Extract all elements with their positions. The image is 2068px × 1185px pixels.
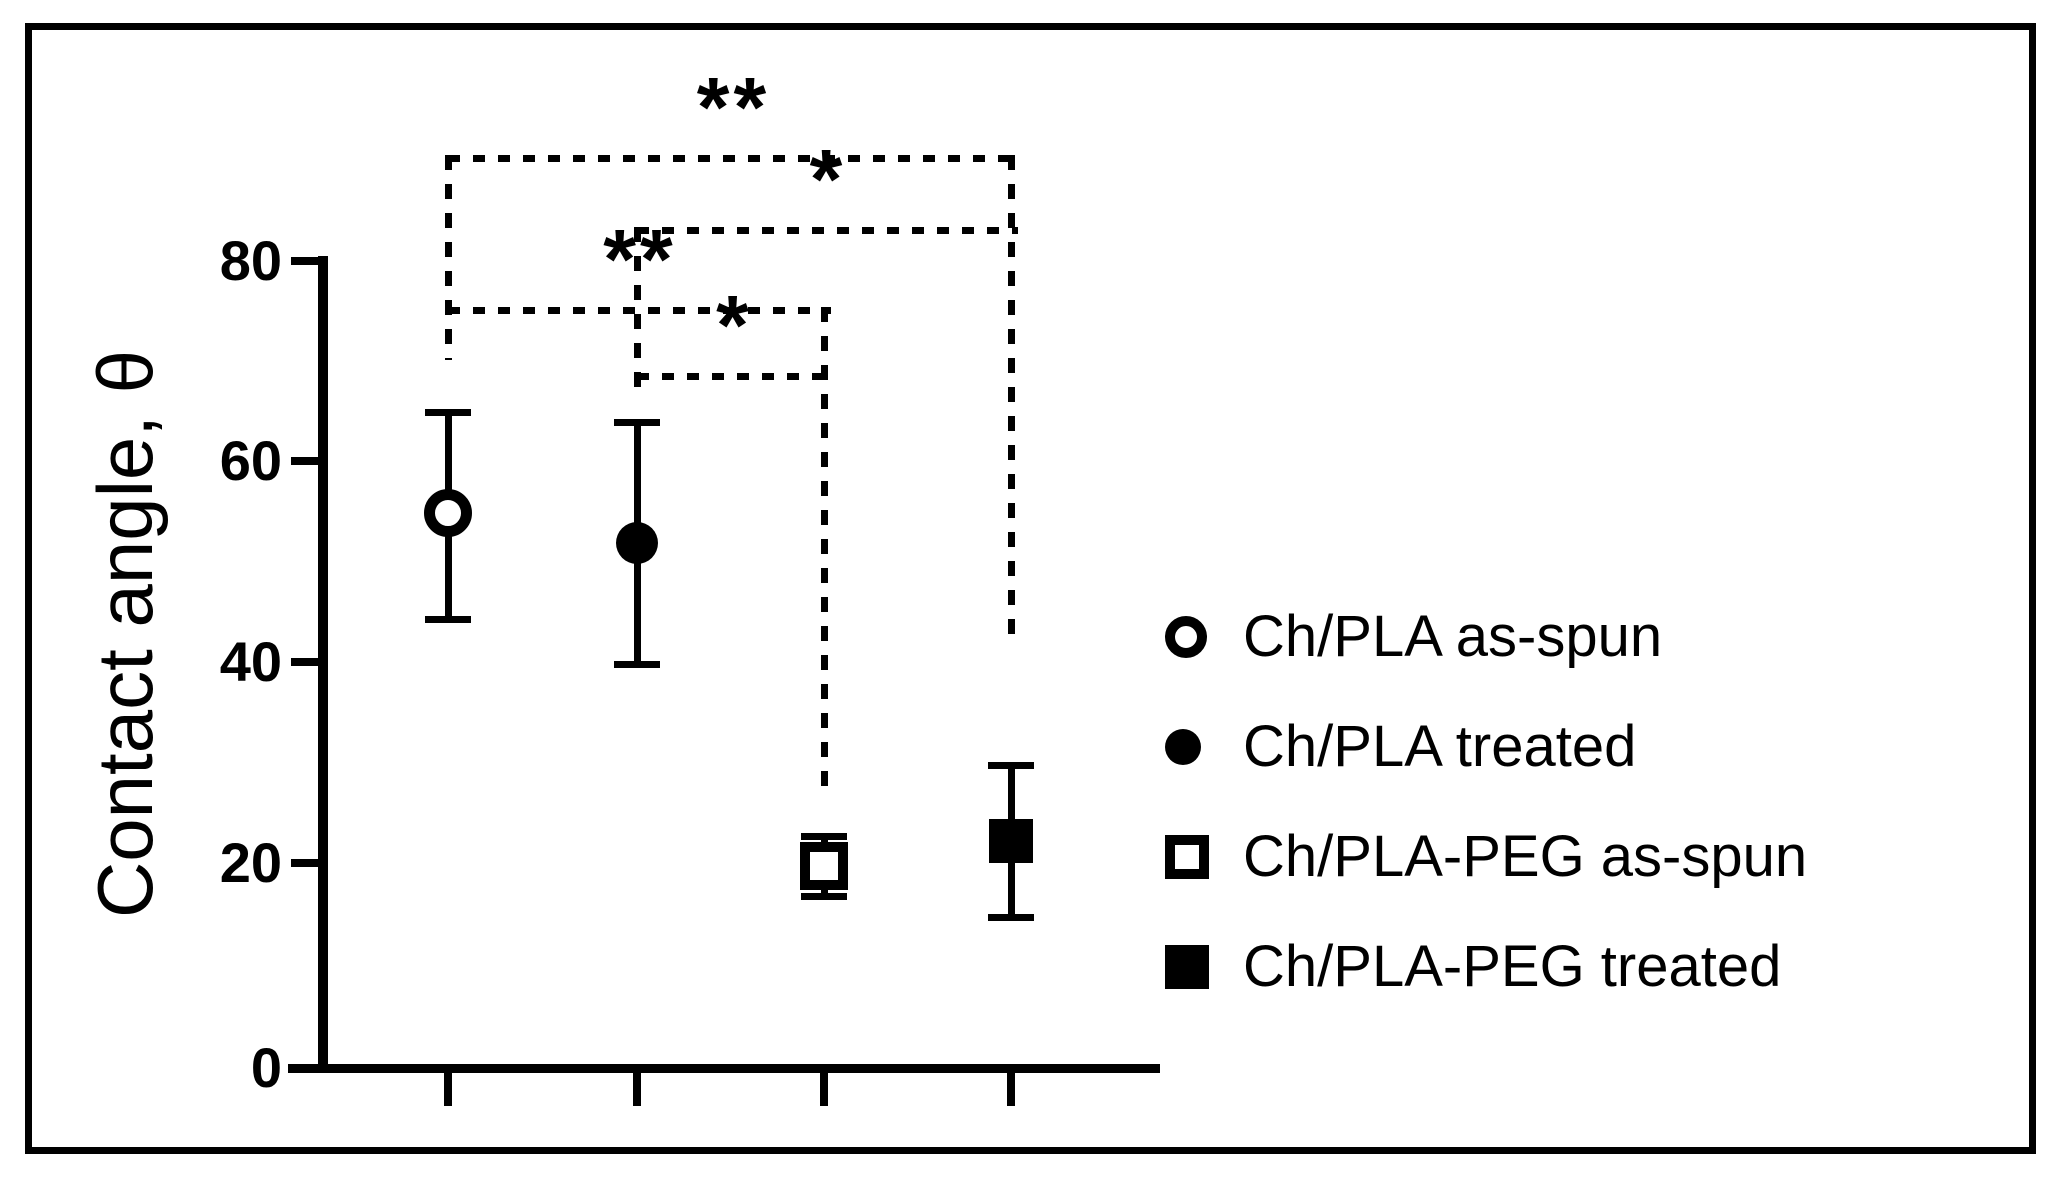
- error-bar-cap-bottom: [988, 914, 1034, 921]
- error-bar-cap-bottom: [425, 616, 471, 623]
- y-tick-label-60: 60: [219, 429, 282, 492]
- error-bar-cap-top: [801, 833, 847, 840]
- significance-drop-line: [445, 155, 452, 360]
- x-tick-1: [444, 1068, 452, 1106]
- legend-label: Ch/PLA-PEG as-spun: [1243, 824, 1808, 889]
- legend-item-chpla-treated: Ch/PLA treated: [1165, 692, 1807, 802]
- legend-item-chplapeg-asspun: Ch/PLA-PEG as-spun: [1165, 802, 1807, 912]
- x-tick-4: [1007, 1068, 1015, 1106]
- data-point-circle-open: [424, 489, 472, 537]
- significance-bracket-line: [637, 373, 831, 380]
- y-tick-60: [291, 457, 321, 465]
- y-tick-label-80: 80: [219, 229, 282, 292]
- legend-item-chplapeg-treated: Ch/PLA-PEG treated: [1165, 912, 1807, 1022]
- legend-label: Ch/PLA as-spun: [1243, 604, 1663, 669]
- error-bar-cap-top: [988, 762, 1034, 769]
- significance-drop-line: [821, 307, 828, 792]
- open-square-icon: [1165, 835, 1209, 879]
- x-tick-3: [820, 1068, 828, 1106]
- y-tick-80: [291, 257, 321, 265]
- y-axis-title: Contact angle, θ: [81, 349, 169, 919]
- data-point-square-open: [800, 842, 848, 890]
- legend: Ch/PLA as-spun Ch/PLA treated Ch/PLA-PEG…: [1165, 582, 1807, 1022]
- y-tick-label-20: 20: [219, 831, 282, 894]
- significance-label: *: [809, 132, 847, 226]
- error-bar-cap-top: [425, 409, 471, 416]
- legend-item-chpla-asspun: Ch/PLA as-spun: [1165, 582, 1807, 692]
- error-bar-cap-bottom: [614, 661, 660, 668]
- filled-square-icon: [1165, 945, 1209, 989]
- error-bar-cap-top: [614, 419, 660, 426]
- significance-label: *: [716, 278, 753, 372]
- y-tick-label-0: 0: [250, 1036, 282, 1099]
- legend-label: Ch/PLA-PEG treated: [1243, 934, 1782, 999]
- y-axis-line: [318, 256, 328, 1073]
- significance-drop-line: [634, 227, 641, 398]
- legend-label: Ch/PLA treated: [1243, 714, 1637, 779]
- filled-circle-icon: [1165, 729, 1201, 765]
- data-point-square-filled: [989, 819, 1033, 863]
- y-tick-40: [291, 658, 321, 666]
- significance-drop-line: [1008, 155, 1015, 647]
- figure-border: [25, 23, 2036, 1154]
- significance-bracket-line: [637, 227, 1018, 234]
- data-point-circle-filled: [616, 522, 658, 564]
- y-tick-label-40: 40: [219, 630, 282, 693]
- x-axis-line: [288, 1064, 1160, 1073]
- open-circle-icon: [1165, 616, 1207, 658]
- y-tick-20: [291, 859, 321, 867]
- significance-bracket-line: [448, 155, 1018, 162]
- x-tick-2: [633, 1068, 641, 1106]
- error-bar-cap-bottom: [801, 893, 847, 900]
- significance-label: **: [696, 60, 771, 154]
